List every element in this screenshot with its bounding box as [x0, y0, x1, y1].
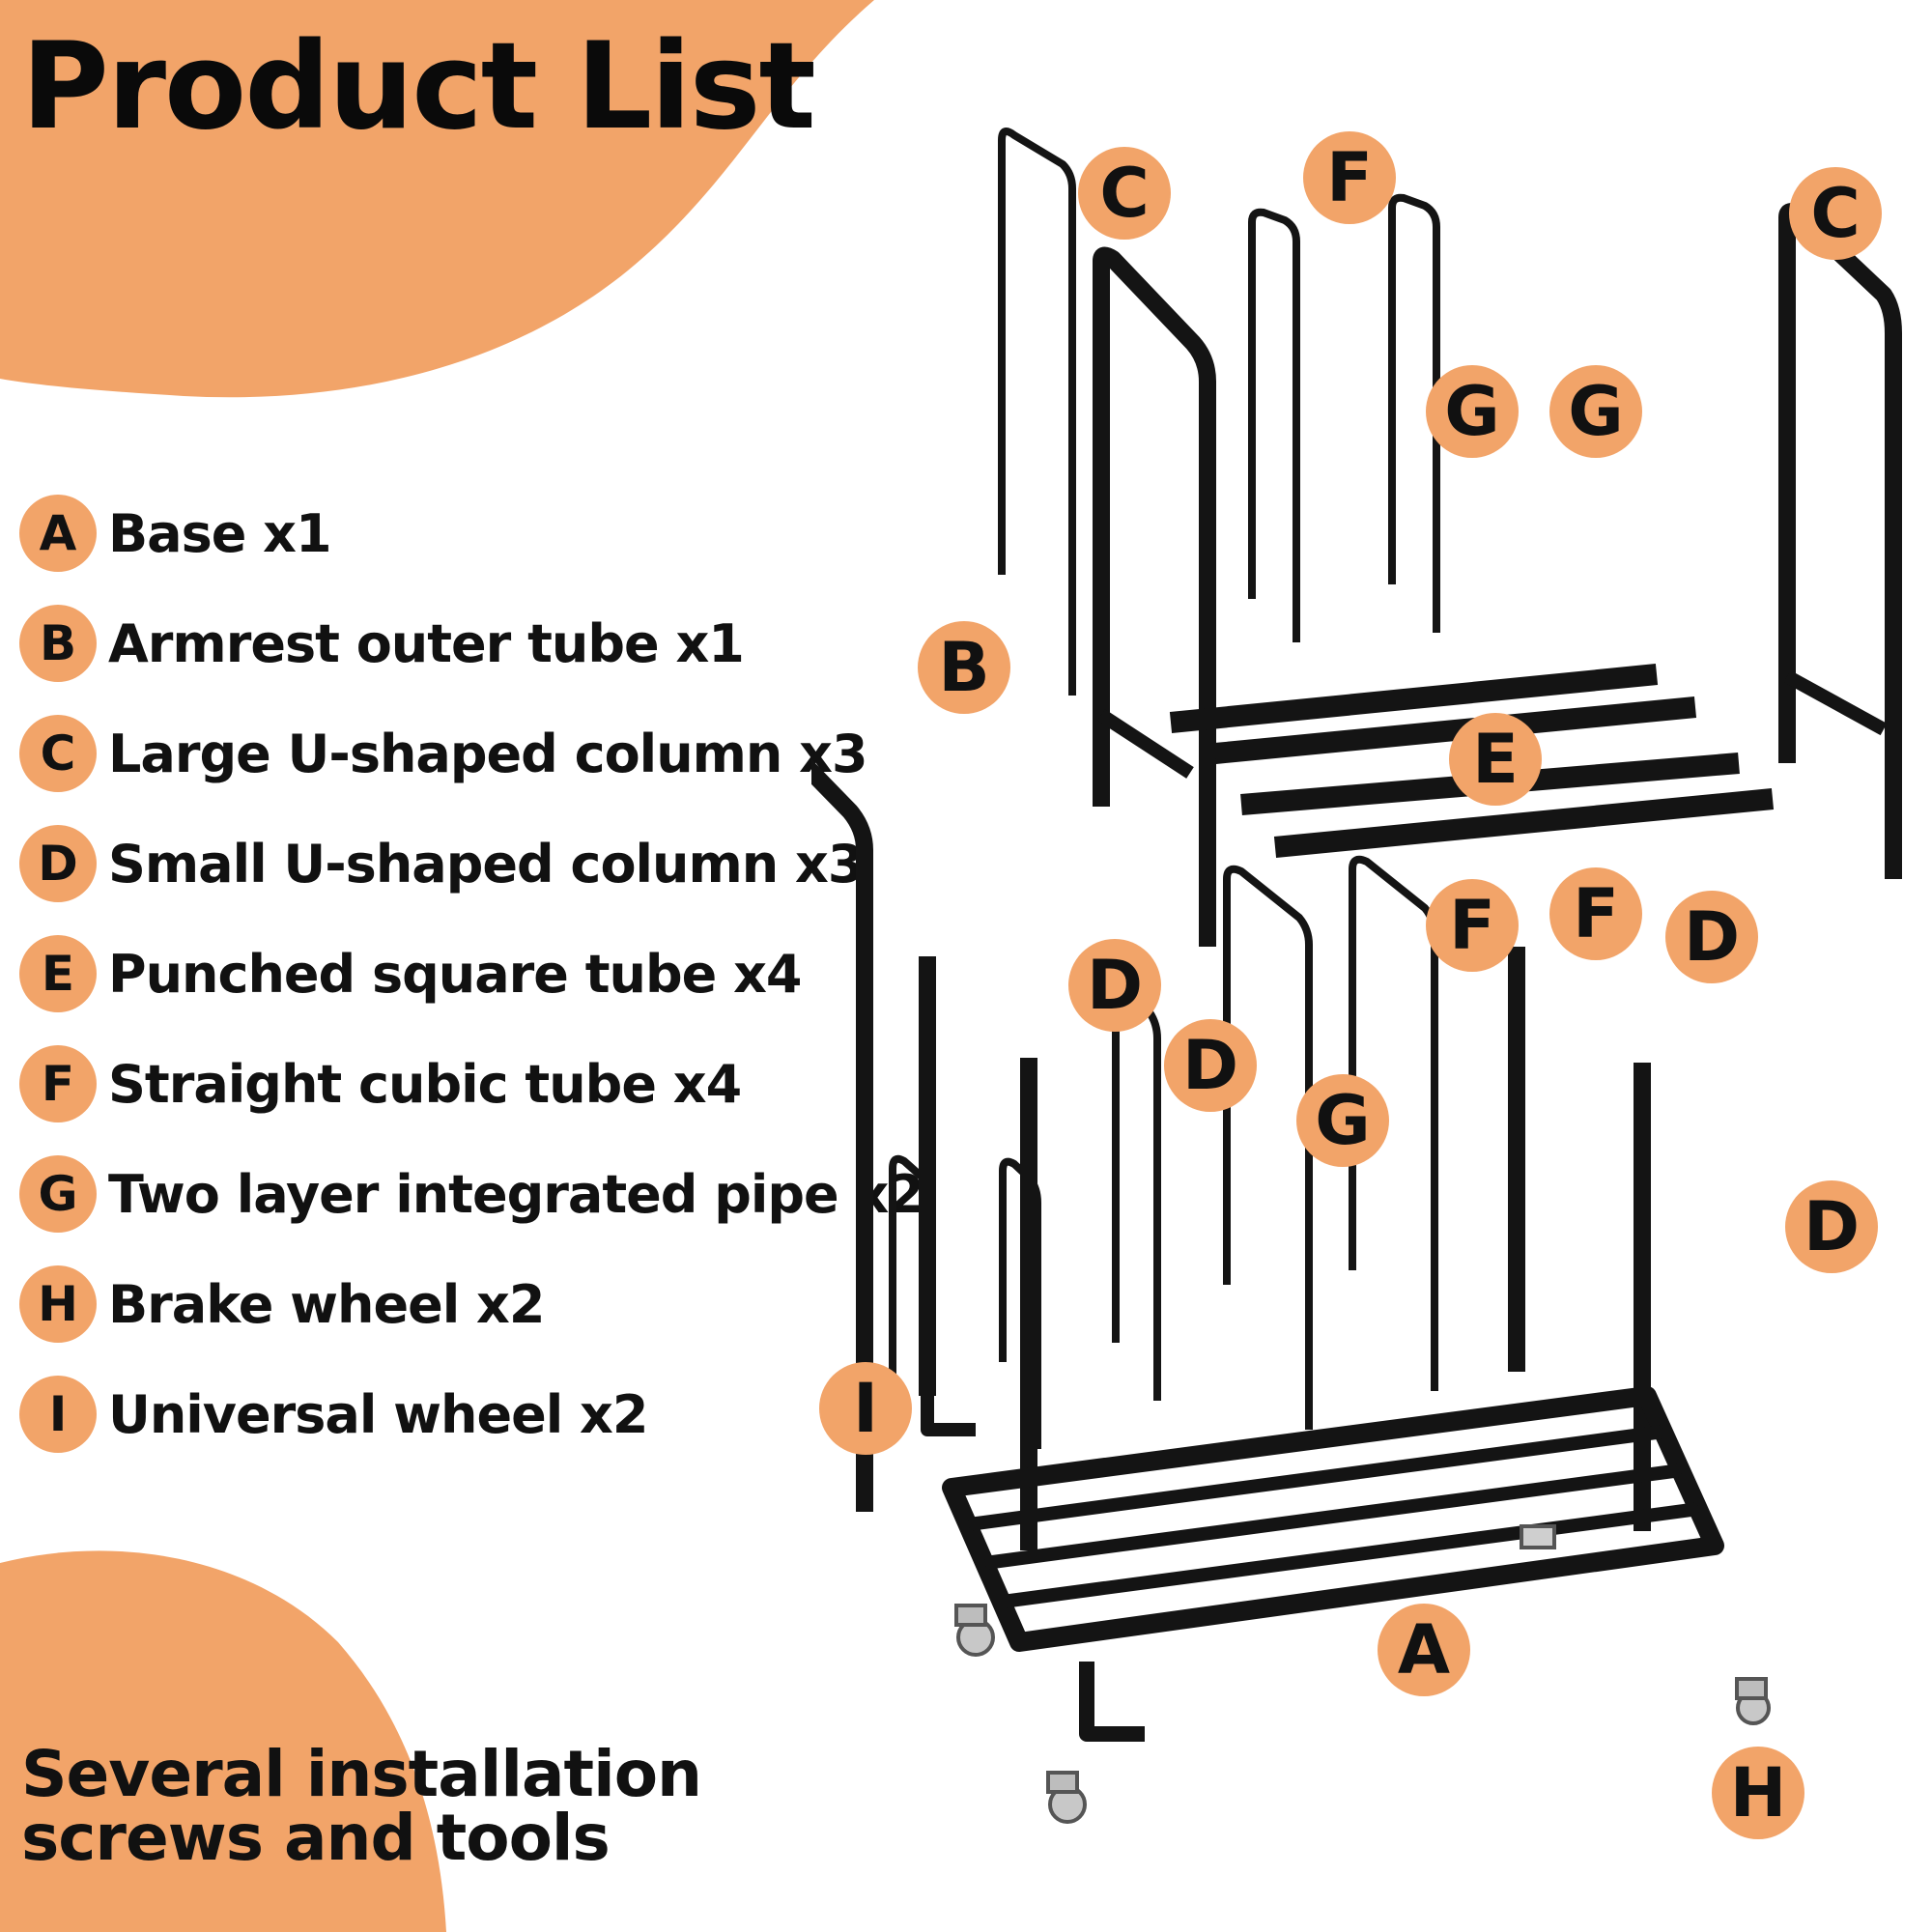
part-badge-a: A: [19, 495, 97, 572]
lower-g-pipe-3: [1112, 987, 1161, 1401]
callout-e: E: [1449, 713, 1542, 806]
part-row-straight-tube: F Straight cubic tube x4: [19, 1045, 923, 1122]
part-name-brake-wheel: Brake wheel x2: [108, 1273, 545, 1335]
part-name-small-u-column: Small U-shaped column x3: [108, 833, 864, 895]
parts-list: A Base x1 B Armrest outer tube x1 C Larg…: [19, 495, 924, 1486]
callout-d-2: D: [1665, 891, 1758, 983]
l-bracket-1: [921, 1381, 976, 1436]
wheel-2-mount: [1046, 1771, 1079, 1794]
upper-f-tube-1: [998, 128, 1076, 696]
page-title: Product List: [21, 17, 816, 156]
part-row-universal-wheel: I Universal wheel x2: [19, 1376, 923, 1453]
callout-f-lower-1: F: [1426, 879, 1519, 972]
lower-f-tube-1: [1223, 865, 1313, 1430]
part-badge-b: B: [19, 605, 97, 682]
callout-f-top: F: [1303, 131, 1396, 224]
lower-g-pipe-1: [889, 1154, 933, 1430]
top-left-orange-wave: [0, 0, 874, 398]
lower-g-pipe-2: [999, 1157, 1041, 1449]
base-crossbar-3: [1002, 1502, 1699, 1608]
part-badge-h: H: [19, 1265, 97, 1343]
l-bracket-2: [1079, 1662, 1145, 1742]
callout-c-left: C: [1078, 147, 1171, 240]
callout-f-lower-2: F: [1549, 867, 1642, 960]
part-name-straight-tube: Straight cubic tube x4: [108, 1053, 742, 1115]
wheel-3-mount: [1735, 1677, 1768, 1700]
part-name-punched-tube: Punched square tube x4: [108, 943, 802, 1005]
part-row-base: A Base x1: [19, 495, 923, 572]
base-frame: [942, 1386, 1724, 1652]
punched-tube-1: [1169, 664, 1659, 733]
bottom-left-orange-wave: [0, 1550, 446, 1932]
upper-left-side-rail: [1097, 709, 1194, 779]
callout-d-3: D: [1164, 1019, 1257, 1112]
callout-g-lower: G: [1296, 1074, 1389, 1167]
part-row-punched-tube: E Punched square tube x4: [19, 935, 923, 1012]
upper-right-side-rail: [1783, 669, 1888, 736]
upper-left-u-column: [1093, 246, 1216, 947]
callout-d-4: D: [1785, 1180, 1878, 1273]
part-row-brake-wheel: H Brake wheel x2: [19, 1265, 923, 1343]
wheel-1-mount: [954, 1604, 987, 1627]
part-name-armrest: Armrest outer tube x1: [108, 612, 745, 674]
punched-tube-2: [1213, 696, 1697, 764]
part-name-large-u-column: Large U-shaped column x3: [108, 723, 868, 784]
footer-note: Several installation screws and tools: [21, 1743, 702, 1870]
base-crossbar-1: [968, 1425, 1664, 1531]
part-row-large-u-column: C Large U-shaped column x3: [19, 715, 923, 792]
callout-b: B: [918, 621, 1010, 714]
footer-line-1: Several installation: [21, 1737, 702, 1811]
part-badge-i: I: [19, 1376, 97, 1453]
upper-g-pipe-1: [1248, 208, 1300, 642]
callout-h: H: [1712, 1747, 1804, 1839]
callout-c-right: C: [1789, 167, 1882, 260]
part-name-universal-wheel: Universal wheel x2: [108, 1383, 648, 1445]
footer-line-2: screws and tools: [21, 1801, 611, 1875]
armrest-outer-tube: [811, 759, 873, 1512]
part-name-base: Base x1: [108, 502, 332, 564]
part-name-integrated-pipe: Two layer integrated pipe x2: [108, 1163, 924, 1225]
part-badge-f: F: [19, 1045, 97, 1122]
part-badge-g: G: [19, 1155, 97, 1233]
upper-right-u-column: [1778, 203, 1902, 879]
wheel-group: [954, 1524, 1771, 1824]
callout-g-top-1: G: [1426, 365, 1519, 458]
part-row-integrated-pipe: G Two layer integrated pipe x2: [19, 1155, 924, 1233]
callout-g-top-2: G: [1549, 365, 1642, 458]
part-row-armrest: B Armrest outer tube x1: [19, 605, 923, 682]
part-badge-d: D: [19, 825, 97, 902]
part-row-small-u-column: D Small U-shaped column x3: [19, 825, 923, 902]
rack-exploded-diagram: [811, 128, 1902, 1824]
upper-g-pipe-2: [1388, 193, 1440, 633]
part-badge-e: E: [19, 935, 97, 1012]
callout-d-1: D: [1068, 939, 1161, 1032]
base-crossbar-2: [984, 1463, 1682, 1570]
part-badge-c: C: [19, 715, 97, 792]
callout-i: I: [819, 1362, 912, 1455]
punched-tube-4: [1273, 788, 1775, 858]
wheel-4-mount: [1520, 1524, 1556, 1549]
callout-a: A: [1378, 1604, 1470, 1696]
